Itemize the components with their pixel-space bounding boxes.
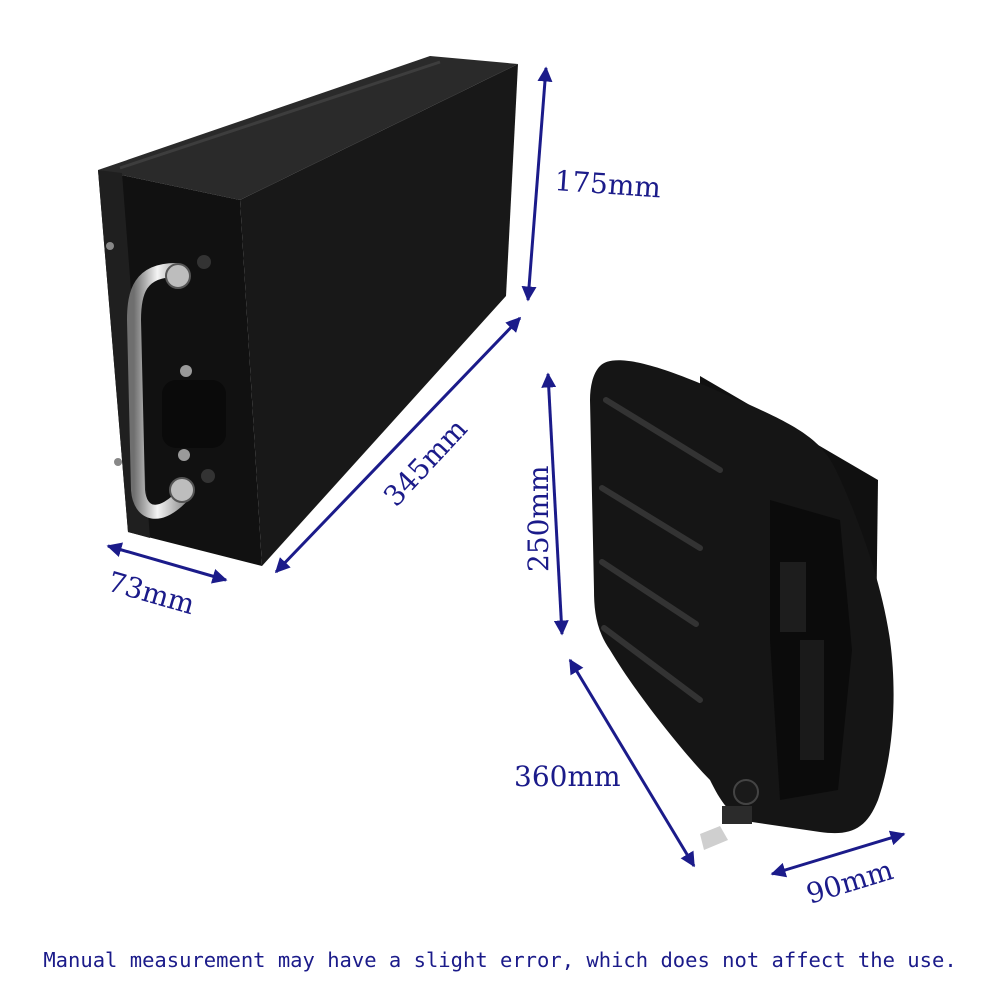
battery-box-rectangular [98,56,518,566]
lock [700,779,759,850]
battery-box-rounded [590,360,894,850]
arrow-73mm [106,542,228,584]
label-175mm: 175mm [554,164,663,204]
arrow-90mm [770,830,906,878]
label-250mm: 250mm [522,465,555,572]
label-73mm: 73mm [104,565,198,621]
arrow-175mm [521,66,553,302]
arrow-360mm [568,658,696,868]
arrow-250mm [541,372,569,636]
dimension-arrows [106,66,906,878]
label-345mm: 345mm [377,412,474,512]
handle [126,255,215,519]
label-360mm: 360mm [514,760,621,793]
arrow-345mm [274,316,522,574]
disclaimer-caption: Manual measurement may have a slight err… [43,948,957,972]
